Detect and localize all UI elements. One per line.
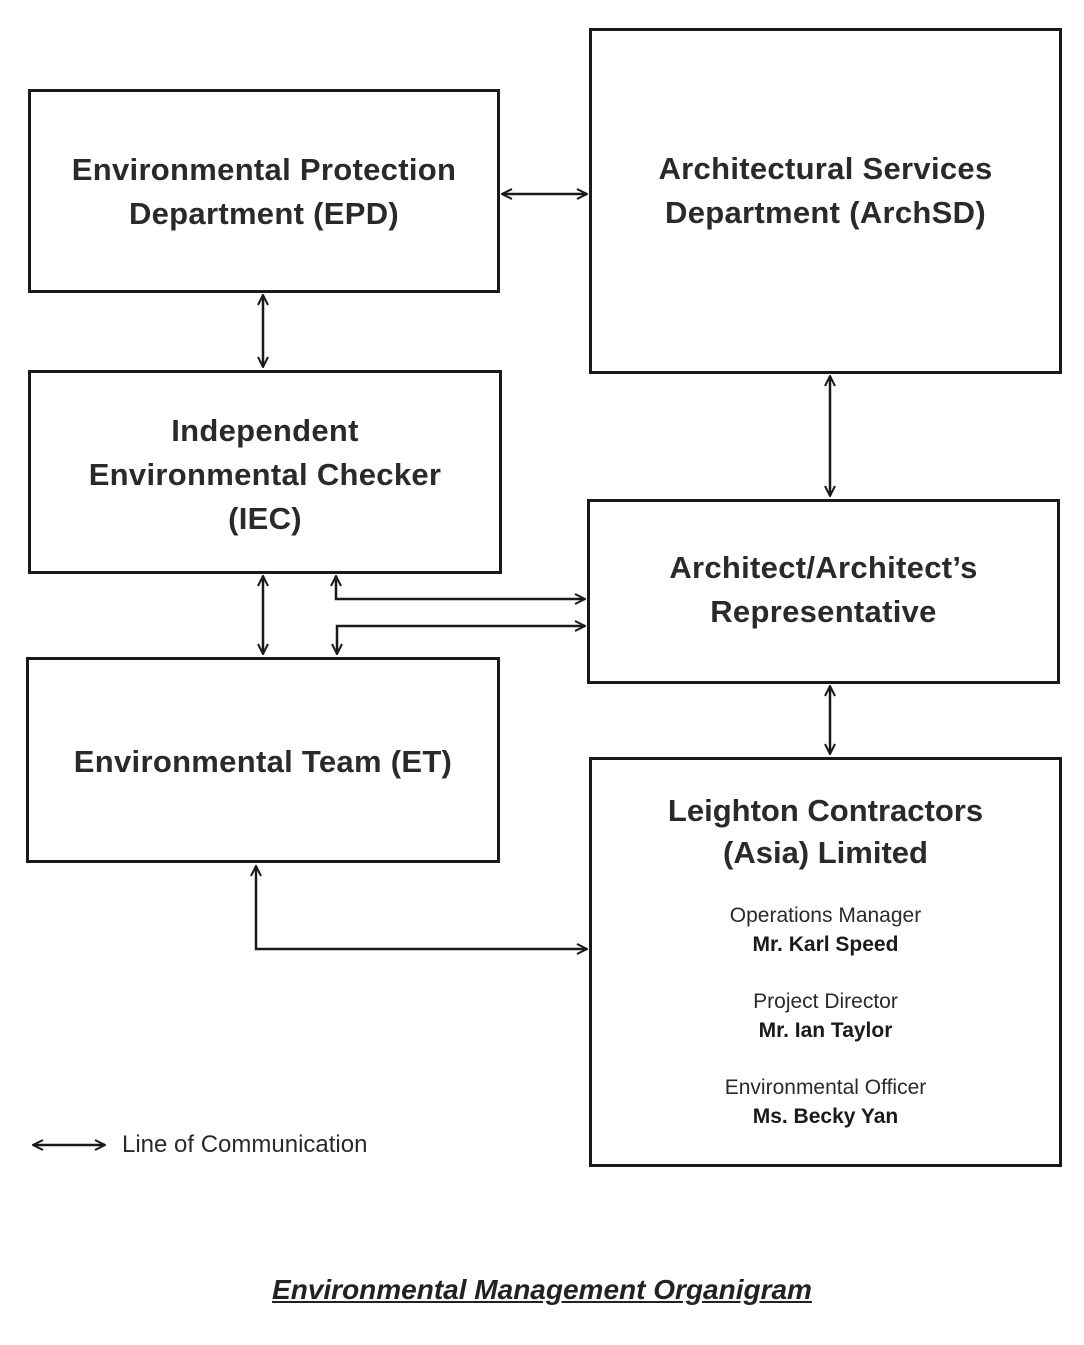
staff-name: Mr. Ian Taylor	[758, 1019, 893, 1042]
epd-title: Environmental Protection Department (EPD…	[72, 148, 456, 236]
staff-role: Operations Manager	[729, 904, 922, 927]
staff-role: Environmental Officer	[724, 1076, 927, 1099]
legend-label: Line of Communication	[122, 1131, 368, 1158]
iec-title: Independent Environmental Checker (IEC)	[89, 409, 442, 541]
et-title: Environmental Team (ET)	[74, 740, 452, 784]
connector-iec-architect	[336, 576, 585, 599]
archsd-box: Architectural Services Department (ArchS…	[589, 28, 1062, 374]
archsd-title-line2: Department (ArchSD)	[665, 195, 986, 230]
iec-title-line3: (IEC)	[228, 501, 302, 536]
legend: Line of Communication	[30, 1131, 367, 1159]
connector-et-architect	[337, 626, 585, 654]
leighton-title-line2: (Asia) Limited	[723, 835, 928, 870]
epd-title-line1: Environmental Protection	[71, 152, 457, 187]
archsd-title-line1: Architectural Services	[658, 151, 993, 186]
iec-box: Independent Environmental Checker (IEC)	[28, 370, 502, 574]
leighton-box: Leighton Contractors (Asia) Limited Oper…	[589, 757, 1062, 1167]
iec-title-line1: Independent	[171, 413, 359, 448]
et-title-line1: Environmental Team (ET)	[73, 744, 453, 779]
architect-title-line1: Architect/Architect’s	[669, 549, 978, 585]
diagram-caption: Environmental Management Organigram	[272, 1274, 812, 1305]
et-box: Environmental Team (ET)	[26, 657, 500, 863]
iec-title-line2: Environmental Checker	[88, 457, 442, 492]
architect-box: Architect/Architect’s Representative	[587, 499, 1060, 684]
staff-name: Mr. Karl Speed	[752, 933, 899, 956]
leighton-title: Leighton Contractors (Asia) Limited	[668, 790, 983, 874]
archsd-title: Architectural Services Department (ArchS…	[659, 147, 993, 235]
architect-title-line2: Representative	[710, 593, 937, 629]
connector-et-leighton	[256, 866, 587, 949]
staff-role: Project Director	[753, 990, 898, 1013]
leighton-title-line1: Leighton Contractors	[667, 793, 984, 828]
double-arrow-icon	[30, 1135, 108, 1155]
epd-title-line2: Department (EPD)	[128, 196, 400, 231]
staff-name: Ms. Becky Yan	[752, 1105, 899, 1128]
architect-title: Architect/Architect’s Representative	[669, 546, 977, 634]
epd-box: Environmental Protection Department (EPD…	[28, 89, 500, 293]
